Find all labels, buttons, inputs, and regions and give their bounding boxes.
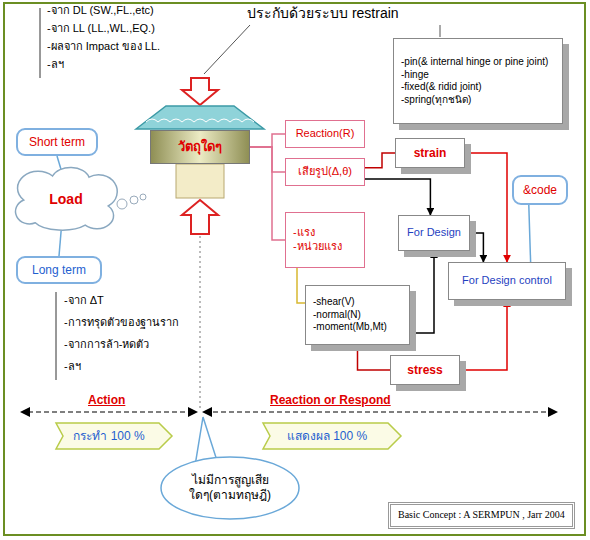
node-text: Short term [29,135,85,150]
connector [529,205,531,262]
callout-box: &code [512,175,568,205]
outer-frame [4,3,585,535]
node-text: -shear(V) [313,296,355,309]
design-box: For Design [398,215,470,251]
connector [358,345,391,370]
callout-box: Short term [16,128,98,156]
note-label: -ลฯ [62,360,83,373]
cloud-outline [16,167,118,230]
node-text: ไม่มีการสูญเสีย ใดๆ(ตามทฤษฎี) [180,473,280,503]
support-arrow [182,200,218,234]
thought-bubble [140,194,146,200]
node-text: วัตถุใดๆ [178,139,222,155]
connector [365,153,395,168]
arrow-box: แสดงผล 100 % [262,422,402,450]
list-bar [56,292,57,380]
note-label: -ลฯ [45,58,66,71]
restrain-box: -pin(& internal hinge or pine joint)-hin… [393,38,563,124]
node-text: For Design control [462,274,552,288]
connector [410,251,434,333]
node-text: Load [49,191,82,209]
node-text: Long term [32,263,86,278]
node-text: -moment(Mb,Mt) [313,321,387,334]
note-label: -การทรุดตัวของฐานราก [62,316,181,329]
arrow-head [202,407,212,417]
action-line [28,411,195,412]
connector [465,153,507,262]
axis-line [200,236,201,408]
node-text: -หน่วยแรง [293,240,342,254]
result-box: เสียรูป(Δ,θ) [285,158,365,186]
note-label: -จาก DL (SW.,FL.,etc) [45,4,156,17]
object-box: วัตถุใดๆ [150,130,250,164]
design-box: For Design control [448,262,566,300]
result-box: Reaction(R) [285,120,365,148]
arrow-box: กระทำ 100 % [55,422,173,450]
connector [470,233,483,262]
node-text: -pin(& internal hinge or pine joint) [401,56,548,69]
leader-line [440,25,441,37]
arrow-head [548,407,558,417]
note-label: -จากการล้า-หดตัว [62,338,151,351]
roof-pattern [146,119,254,122]
note-label: -จาก LL (LL.,WL.,EQ.) [45,22,157,35]
connector [460,300,507,370]
note-label: Reaction or Respond [268,393,393,407]
object-column [176,164,224,198]
connector [250,134,285,147]
connector [57,156,61,170]
strain-box: strain [395,138,465,168]
node-text: -spring(ทุกชนิด) [401,94,471,107]
connector [297,268,305,303]
note-label: ประกับด้วยระบบ restrain [245,5,401,22]
thought-bubble [130,196,138,204]
callout-box: Long term [16,256,102,284]
connector [365,179,430,215]
connector [250,147,285,172]
node-text: -hinge [401,69,429,82]
node-text: stress [407,363,442,378]
stress-box: stress [390,355,460,385]
force-list-box: -shear(V)-normal(N)-moment(Mb,Mt) [305,285,410,345]
thought-bubble [117,199,127,209]
node-text: -fixed(& ridid joint) [401,81,482,94]
speech-bubble: ไม่มีการสูญเสีย ใดๆ(ตามทฤษฎี) [160,456,300,520]
node-text: Basic Concept : A SERMPUN , Jarr 2004 [398,509,565,522]
bubble-outline [161,457,299,519]
node-text: strain [414,146,447,161]
load-cloud: Load [18,170,114,230]
note-label: Action [86,393,127,407]
node-text: &code [523,183,557,198]
respond-line [205,411,550,412]
node-text: For Design [407,226,461,240]
leader-line [204,25,250,74]
node-text: เสียรูป(Δ,θ) [298,165,352,179]
arrow-outline [56,423,172,449]
node-text: -normal(N) [313,309,361,322]
list-bar [40,8,41,78]
load-arrow [182,78,218,105]
connector [250,147,285,240]
arrow-head [188,407,198,417]
credit-box: Basic Concept : A SERMPUN , Jarr 2004 [388,502,575,529]
node-text: Reaction(R) [296,127,355,141]
roof [136,106,264,129]
node-text: -แรง [293,226,315,240]
connector [59,230,61,256]
note-label: -ผลจาก Impact ของ LL. [45,40,162,53]
node-text: กระทำ 100 % [73,429,144,444]
arrow-outline [263,423,401,449]
node-text: แสดงผล 100 % [287,429,367,444]
result-box: -แรง-หน่วยแรง [285,212,365,268]
arrow-head [20,407,30,417]
note-label: -จาก ΔT [62,294,106,307]
